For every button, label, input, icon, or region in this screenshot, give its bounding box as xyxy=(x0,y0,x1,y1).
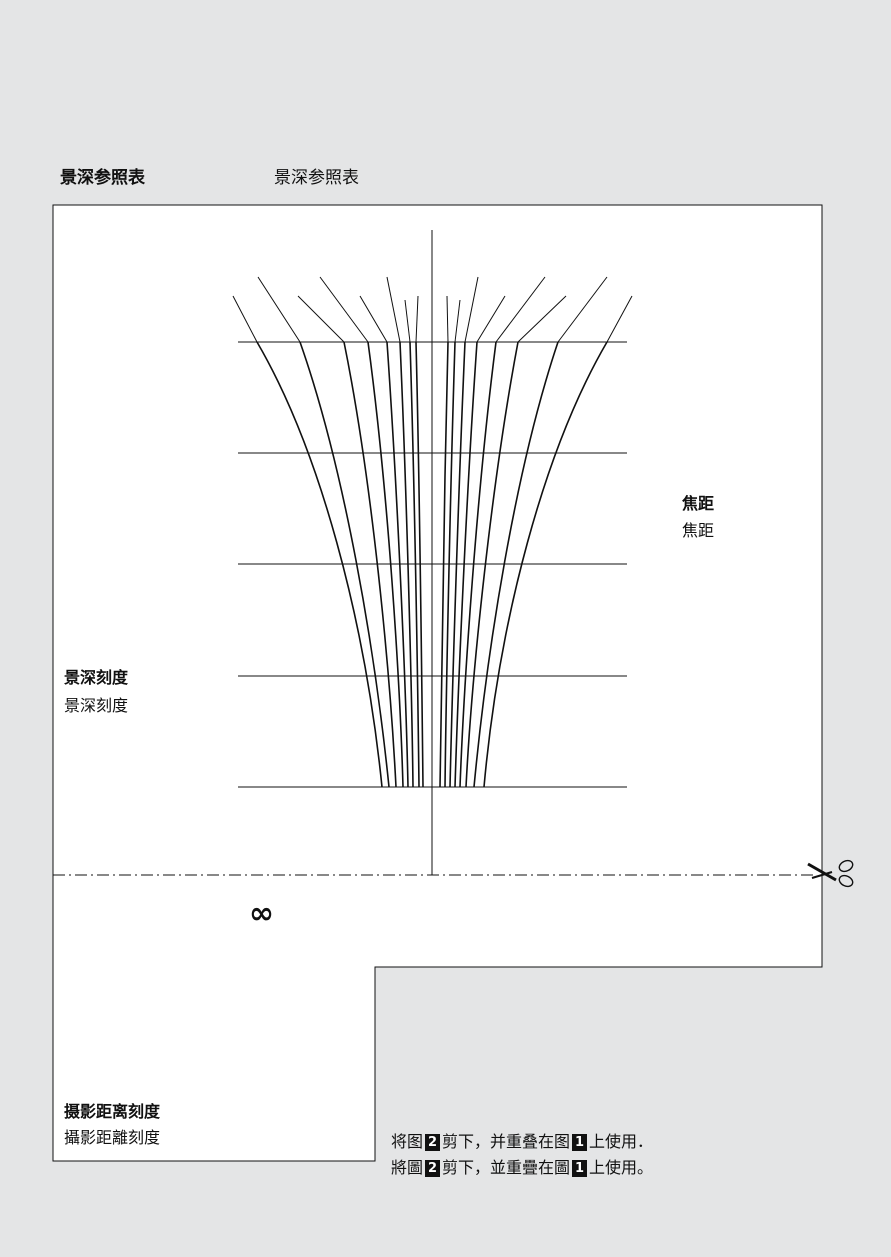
instruction-text: 剪下，並重疊在圖 xyxy=(442,1157,570,1179)
paper-cutout xyxy=(53,205,822,1161)
instruction-text: 上使用． xyxy=(589,1131,653,1153)
focal-length-label-traditional: 焦距 xyxy=(682,520,714,542)
instruction-traditional: 將圖 2 剪下，並重疊在圖 1 上使用。 xyxy=(391,1157,653,1179)
title-traditional: 景深参照表 xyxy=(274,167,359,189)
figure-badge: 2 xyxy=(425,1134,440,1151)
figure-badge: 2 xyxy=(425,1160,440,1177)
instruction-text: 上使用。 xyxy=(589,1157,653,1179)
title-simplified: 景深参照表 xyxy=(60,167,145,189)
distance-scale-label-traditional: 攝影距離刻度 xyxy=(64,1127,160,1149)
focal-length-label-simplified: 焦距 xyxy=(682,493,714,515)
infinity-symbol: ∞ xyxy=(249,897,274,931)
figure-badge: 1 xyxy=(572,1160,587,1177)
instruction-text: 剪下，并重叠在图 xyxy=(442,1131,570,1153)
distance-scale-label-simplified: 摄影距离刻度 xyxy=(64,1101,160,1123)
figure-badge: 1 xyxy=(572,1134,587,1151)
instruction-simplified: 将图 2 剪下，并重叠在图 1 上使用． xyxy=(391,1131,653,1153)
instruction-text: 將圖 xyxy=(391,1157,423,1179)
dof-scale-label-simplified: 景深刻度 xyxy=(64,667,128,689)
instruction-text: 将图 xyxy=(391,1131,423,1153)
dof-scale-label-traditional: 景深刻度 xyxy=(64,695,128,717)
